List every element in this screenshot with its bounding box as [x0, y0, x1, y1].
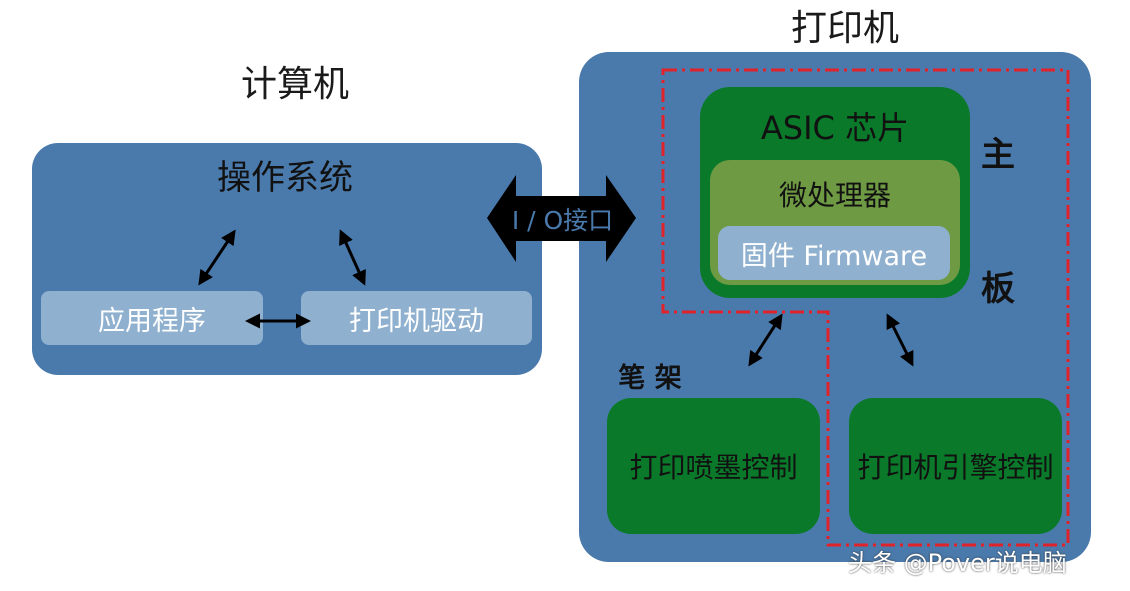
asic-label: ASIC 芯片 — [760, 109, 910, 147]
microprocessor-label: 微处理器 — [778, 179, 891, 212]
engine-control-box: 打印机引擎控制 — [849, 398, 1062, 534]
os-label: 操作系统 — [217, 157, 353, 198]
io-interface-label: I / O接口 — [511, 206, 614, 235]
asic-engine-arrow — [886, 313, 914, 367]
os-app-arrow — [198, 229, 236, 286]
printer-title: 打印机 — [790, 8, 899, 49]
mainboard-boundary — [661, 68, 1070, 547]
computer-title: 计算机 — [240, 64, 349, 105]
driver-box: 打印机驱动 — [301, 291, 532, 345]
os-driver-arrow — [339, 229, 366, 286]
mainboard-label-bottom: 板 — [981, 268, 1015, 309]
carriage-label: 笔 架 — [618, 362, 682, 394]
app-box: 应用程序 — [41, 291, 263, 345]
mainboard-label-top: 主 — [981, 134, 1015, 175]
io-interface-arrow — [487, 175, 636, 262]
firmware-box: 固件 Firmware — [718, 226, 950, 280]
inkjet-control-box: 打印喷墨控制 — [607, 398, 820, 534]
asic-inkjet-arrow — [748, 313, 783, 367]
watermark: 头条 @Pover说电脑 — [848, 549, 1067, 577]
